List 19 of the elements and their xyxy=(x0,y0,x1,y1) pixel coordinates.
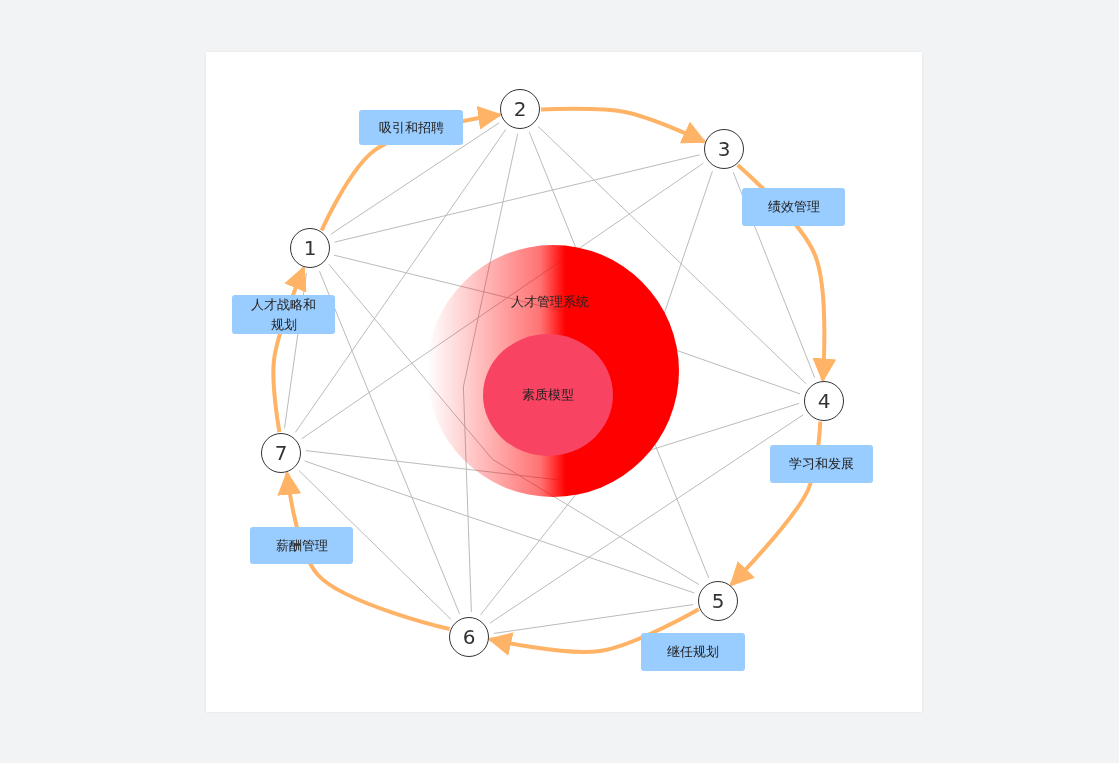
connector-line xyxy=(489,414,804,624)
connector-line xyxy=(304,460,695,594)
arrow xyxy=(487,607,700,656)
connector-line xyxy=(330,122,500,235)
circle-label: 素质模型 xyxy=(522,386,574,404)
connector-line xyxy=(537,125,807,385)
circle-label: 人才管理系统 xyxy=(511,293,589,311)
edge-label: 绩效管理 xyxy=(742,188,845,226)
connector-line xyxy=(333,154,701,243)
edge-label: 人才战略和规划 xyxy=(232,295,335,334)
connector-line xyxy=(298,470,452,620)
connector-line xyxy=(294,129,507,433)
arrow xyxy=(540,106,707,144)
connector-line xyxy=(318,270,461,615)
edge-label: 吸引和招聘 xyxy=(359,110,463,145)
connector-line xyxy=(493,604,694,634)
edge-label: 继任规划 xyxy=(641,633,745,671)
edge-label: 薪酬管理 xyxy=(250,527,353,564)
edge-label: 学习和发展 xyxy=(770,445,873,483)
